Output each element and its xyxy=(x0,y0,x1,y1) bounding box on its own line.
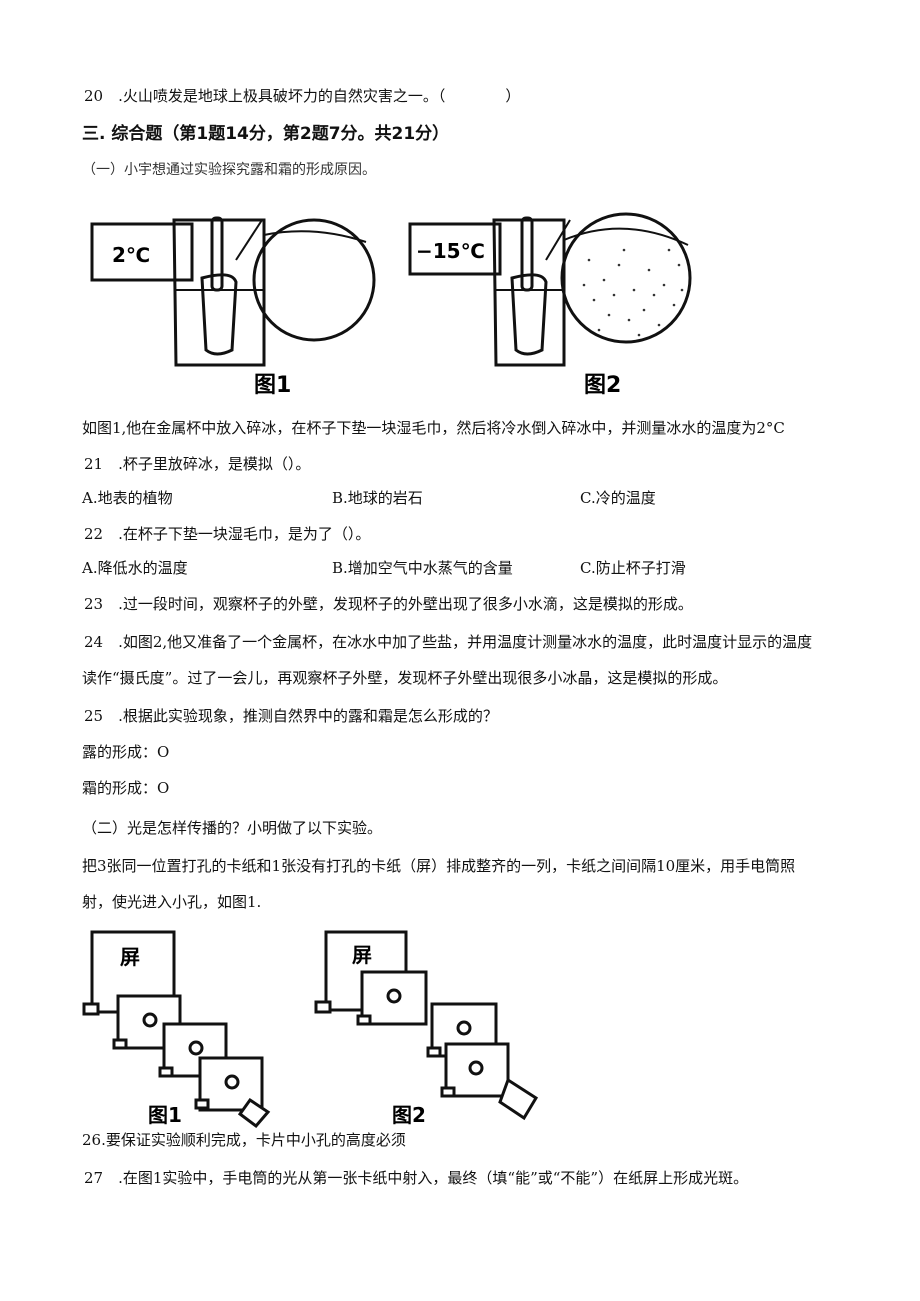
fig2-temperature: −15℃ xyxy=(416,239,485,263)
fig2-tray xyxy=(492,218,566,367)
fig1-flashlight xyxy=(237,1097,271,1129)
q21-option-b: B.地球的岩石 xyxy=(332,489,423,507)
fig1-thermometer xyxy=(210,216,224,292)
fig1-cup xyxy=(200,273,238,356)
fig2-frost-dots xyxy=(582,248,684,337)
fig2-thermometer xyxy=(520,216,534,292)
question-20: 20 .火山喷发是地球上极具破坏力的自然灾害之一。（ ） xyxy=(84,87,521,105)
dew-answer: 露的形成：O xyxy=(82,743,170,761)
q22-option-a: A.降低水的温度 xyxy=(82,559,188,577)
fig1-caption: 图1 xyxy=(254,373,291,398)
fig2-screen-label-left: 屏 xyxy=(120,945,140,969)
fig2-magnifier xyxy=(560,212,692,344)
part-1-intro: （一）小宇想通过实验探究露和霜的形成原因。 xyxy=(82,162,376,178)
dew-frost-experiment-figure: 2℃ 图1 −15℃ 图2 xyxy=(90,212,692,398)
part-2-intro: （二）光是怎样传播的？小明做了以下实验。 xyxy=(82,819,383,837)
fig1-magnifier xyxy=(252,218,376,342)
fig1-temperature: 2℃ xyxy=(112,243,150,267)
question-24-line2: 读作“摄氏度”。过了一会儿，再观察杯子外壁，发现杯子外壁出现很多小冰晶，这是模拟… xyxy=(82,669,728,687)
question-21: 21 .杯子里放碎冰，是模拟（）。 xyxy=(84,455,311,473)
section-3-title: 三. 综合题（第1题14分，第2题7分。共21分） xyxy=(82,124,450,144)
q21-option-c: C.冷的温度 xyxy=(580,489,656,507)
part-2-paragraph-line2: 射，使光进入小孔，如图1. xyxy=(82,893,262,911)
fig2-temp-label-box xyxy=(408,222,502,276)
fig2-screen-label-right: 屏 xyxy=(352,943,372,967)
fig2-caption: 图2 xyxy=(584,373,621,398)
question-22: 22 .在杯子下垫一块湿毛巾，是为了（）。 xyxy=(84,525,371,543)
question-24-line1: 24 .如图2,他又准备了一个金属杯，在冰水中加了些盐，并用温度计测量冰水的温度… xyxy=(84,633,813,651)
q22-option-b: B.增加空气中水蒸气的含量 xyxy=(332,559,513,577)
question-26: 26.要保证实验顺利完成，卡片中小孔的高度必须 xyxy=(82,1131,406,1149)
fig1-temp-label-box xyxy=(90,222,194,282)
q22-option-c: C.防止杯子打滑 xyxy=(580,559,686,577)
paragraph-fig1: 如图1,他在金属杯中放入碎冰，在杯子下垫一块湿毛巾，然后将冷水倒入碎冰中，并测量… xyxy=(82,419,785,437)
fig2-flashlight xyxy=(498,1077,539,1121)
light-fig1-caption: 图1 xyxy=(148,1103,182,1127)
q21-option-a: A.地表的植物 xyxy=(82,489,173,507)
light-fig2-caption: 图2 xyxy=(392,1103,426,1127)
question-23: 23 .过一段时间，观察杯子的外壁，发现杯子的外壁出现了很多小水滴，这是模拟的形… xyxy=(84,595,693,613)
fig2-cup xyxy=(510,273,548,356)
fig1-tray xyxy=(172,218,266,367)
question-27: 27 .在图1实验中，手电筒的光从第一张卡纸中射入，最终（填“能”或“不能”）在… xyxy=(84,1169,749,1187)
light-experiment-figure: 屏 屏 图1 图2 xyxy=(82,930,539,1129)
question-25: 25 .根据此实验现象，推测自然界中的露和霜是怎么形成的？ xyxy=(84,707,498,725)
part-2-paragraph-line1: 把3张同一位置打孔的卡纸和1张没有打孔的卡纸（屏）排成整齐的一列，卡纸之间间隔1… xyxy=(82,857,796,875)
frost-answer: 霜的形成：O xyxy=(82,779,170,797)
